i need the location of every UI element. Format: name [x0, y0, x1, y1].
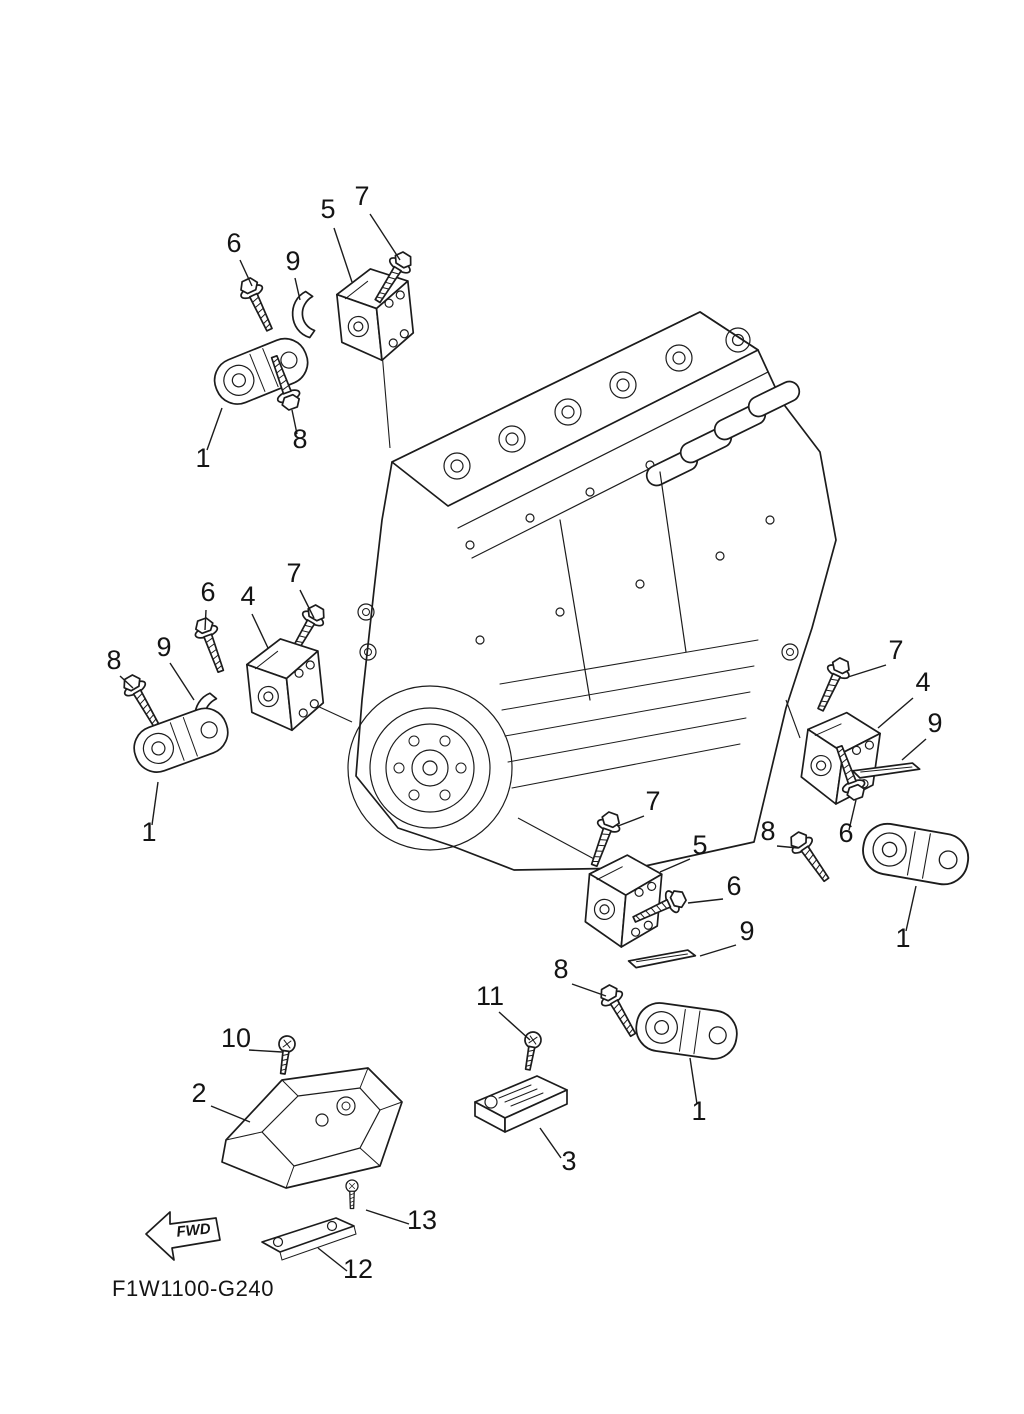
part-callout-6: 6 — [838, 818, 853, 848]
part-callout-8: 8 — [292, 424, 307, 454]
leader-line — [151, 781, 159, 826]
part-callout-1: 1 — [195, 443, 210, 473]
part-callout-9: 9 — [927, 708, 942, 738]
part-callout-12: 12 — [343, 1254, 373, 1284]
part-callout-6: 6 — [726, 871, 741, 901]
part-callout-10: 10 — [221, 1023, 251, 1053]
intake-manifold — [645, 380, 801, 487]
leader-line — [699, 944, 737, 957]
fwd-label: FWD — [176, 1220, 212, 1240]
valve-cover-ports — [443, 327, 751, 480]
leader-line — [539, 1127, 562, 1159]
part-callout-9: 9 — [156, 632, 171, 662]
part-callout-7: 7 — [354, 181, 369, 211]
part-callout-4: 4 — [915, 667, 930, 697]
leader-line — [317, 1247, 348, 1272]
part-7-bolt-right — [809, 654, 856, 716]
part-13-pin — [345, 1179, 359, 1210]
assembly-lines — [314, 351, 801, 861]
part-4-bracket-mid — [243, 634, 327, 736]
leader-line — [369, 213, 401, 261]
part-callout-13: 13 — [407, 1205, 437, 1235]
part-5-bracket-upper — [333, 264, 417, 366]
part-10-screw — [274, 1034, 297, 1076]
part-callout-1: 1 — [895, 923, 910, 953]
leader-line — [169, 662, 195, 701]
leader-line — [877, 697, 914, 729]
leader-line — [617, 815, 645, 827]
part-1-mount-bottom — [632, 999, 741, 1063]
part-callout-1: 1 — [691, 1096, 706, 1126]
part-callout-7: 7 — [888, 635, 903, 665]
part-callout-4: 4 — [240, 581, 255, 611]
part-9-damper-bottom — [627, 944, 697, 974]
leader-line — [689, 1057, 698, 1105]
leader-line — [365, 1209, 410, 1225]
leader-line — [847, 664, 887, 678]
engine-assembly — [347, 311, 837, 871]
part-6-bolt-upper — [234, 274, 281, 336]
part-callout-5: 5 — [692, 830, 707, 860]
diagram-code: F1W1100-G240 — [112, 1276, 274, 1301]
oil-pan-ribs — [499, 639, 759, 789]
part-callout-9: 9 — [739, 916, 754, 946]
leader-line — [119, 675, 134, 689]
leader-line — [291, 409, 298, 435]
part-callout-8: 8 — [760, 816, 775, 846]
fwd-arrow: FWD — [145, 1211, 221, 1261]
part-12-plate — [261, 1217, 357, 1261]
leader-line — [248, 1049, 283, 1053]
leader-line — [848, 799, 857, 831]
part-11-screw — [519, 1029, 544, 1072]
leader-line — [571, 983, 607, 997]
part-callout-1: 1 — [141, 817, 156, 847]
part-callout-6: 6 — [226, 228, 241, 258]
leader-line — [210, 1105, 251, 1123]
leader-line — [239, 259, 253, 287]
part-callout-7: 7 — [286, 558, 301, 588]
flywheel-housing — [347, 685, 513, 851]
part-callout-8: 8 — [553, 954, 568, 984]
part-callout-6: 6 — [200, 577, 215, 607]
part-callout-7: 7 — [645, 786, 660, 816]
part-3-mount-bracket — [474, 1075, 568, 1133]
part-1-mount-mid — [127, 701, 235, 780]
leader-line — [687, 898, 724, 904]
leader-line — [294, 277, 301, 301]
part-callout-5: 5 — [320, 194, 335, 224]
part-2-engine-mount-cover — [221, 1067, 403, 1189]
part-6-bolt-mid — [190, 614, 233, 677]
part-8-bolt-right — [784, 827, 837, 888]
leader-line — [299, 589, 315, 619]
part-callout-2: 2 — [191, 1078, 206, 1108]
leader-line — [659, 858, 691, 873]
leader-line — [901, 738, 927, 761]
leader-line — [905, 885, 917, 932]
leader-line — [206, 407, 223, 451]
part-callout-8: 8 — [106, 645, 121, 675]
part-9-damper-upper — [287, 289, 321, 341]
leader-line — [251, 613, 269, 649]
part-callout-9: 9 — [285, 246, 300, 276]
leader-line — [204, 609, 207, 631]
part-callout-3: 3 — [561, 1146, 576, 1176]
part-callout-11: 11 — [476, 981, 504, 1011]
leader-line — [776, 845, 799, 849]
part-1-mount-right — [858, 819, 973, 890]
leader-line — [498, 1011, 531, 1041]
leader-line — [333, 227, 353, 283]
